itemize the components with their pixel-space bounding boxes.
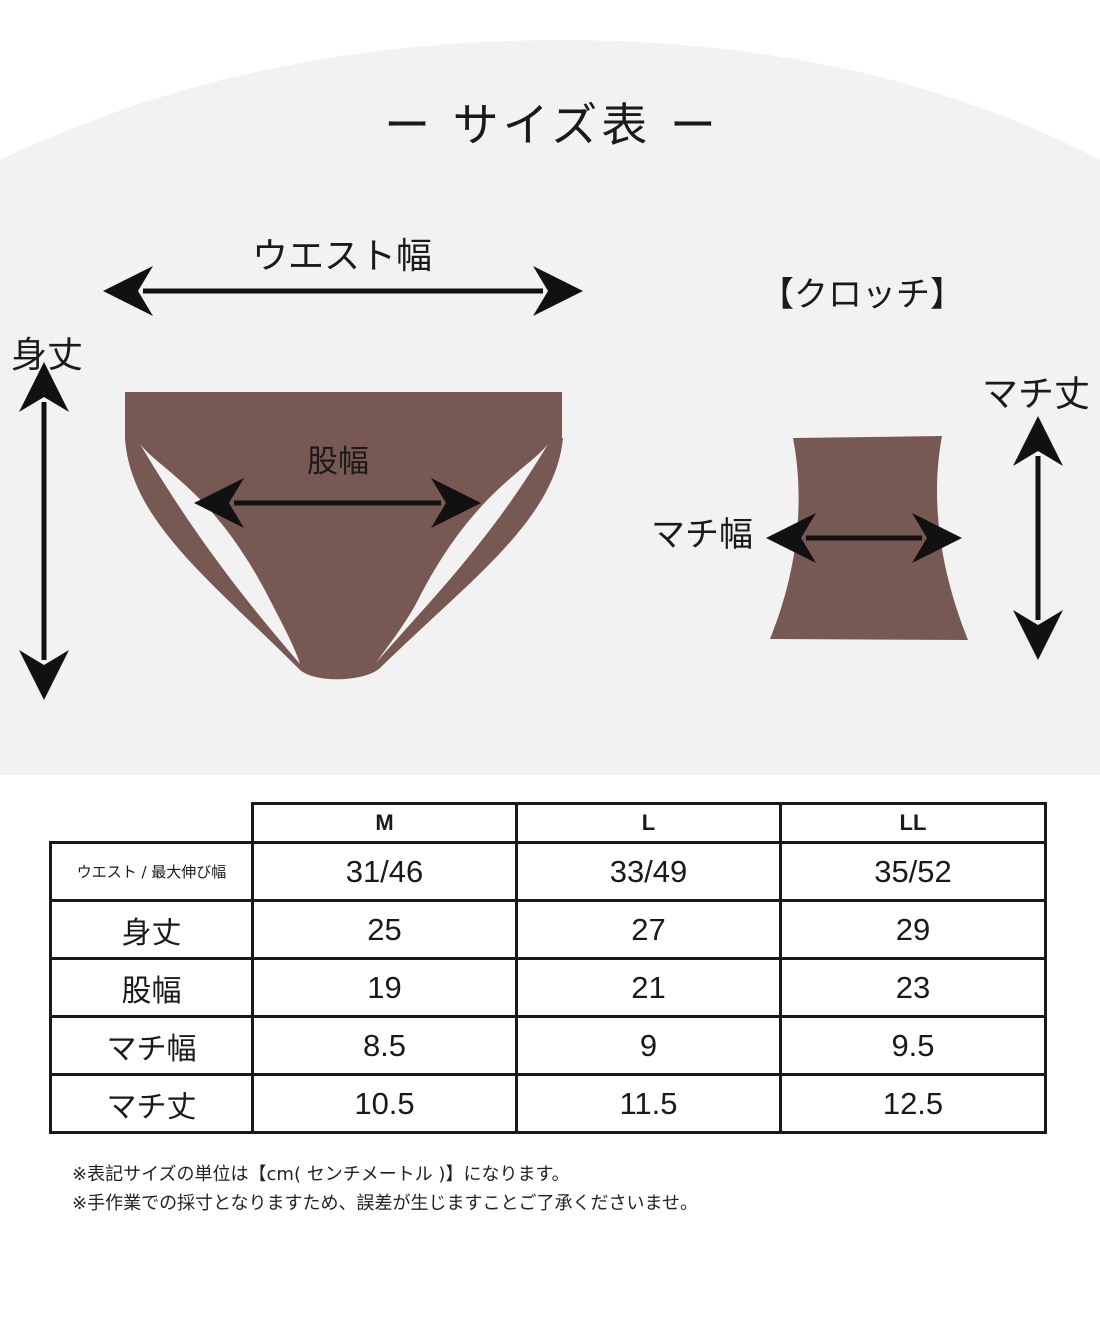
size-diagram: ー サイズ表 ー ウエスト幅 身丈 股幅 【クロッチ】 マチ幅 マチ丈: [0, 40, 1100, 775]
row-label: 身丈: [49, 899, 254, 960]
crotch-section-label: 【クロッチ】: [760, 275, 964, 315]
column-header-m: M: [251, 802, 518, 844]
table-corner: [50, 803, 254, 844]
table-cell: 27: [515, 899, 782, 960]
table-row: マチ丈 10.5 11.5 12.5: [49, 1073, 1047, 1134]
table-cell: 35/52: [779, 841, 1047, 902]
note-measurement: ※手作業での採寸となりますため、誤差が生じますことご了承くださいませ。: [72, 1193, 698, 1214]
row-label: マチ幅: [49, 1015, 254, 1076]
table-row: 身丈 25 27 29: [49, 899, 1047, 960]
table-cell: 10.5: [251, 1073, 518, 1134]
body-length-label: 身丈: [11, 335, 83, 376]
table-cell: 29: [779, 899, 1047, 960]
table-cell: 8.5: [251, 1015, 518, 1076]
row-label: ウエスト / 最大伸び幅: [49, 841, 254, 902]
table-cell: 25: [251, 899, 518, 960]
table-header-row: M L LL: [50, 802, 1047, 844]
crotch-width-label: 股幅: [307, 444, 369, 480]
note-unit: ※表記サイズの単位は【cm( センチメートル )】になります。: [72, 1164, 570, 1185]
table-row: ウエスト / 最大伸び幅 31/46 33/49 35/52: [49, 841, 1047, 902]
row-label: マチ丈: [49, 1073, 254, 1134]
footnotes: ※表記サイズの単位は【cm( センチメートル )】になります。 ※手作業での採寸…: [72, 1160, 698, 1218]
table-cell: 31/46: [251, 841, 518, 902]
column-header-ll: LL: [779, 802, 1047, 844]
table-cell: 21: [515, 957, 782, 1018]
table-cell: 12.5: [779, 1073, 1047, 1134]
column-header-l: L: [515, 802, 782, 844]
table-row: 股幅 19 21 23: [49, 957, 1047, 1018]
waist-width-label: ウエスト幅: [252, 236, 432, 277]
table-cell: 19: [251, 957, 518, 1018]
gusset-width-label: マチ幅: [651, 515, 753, 555]
table-cell: 9: [515, 1015, 782, 1076]
table-cell: 23: [779, 957, 1047, 1018]
diagram-title: ー サイズ表 ー: [384, 98, 720, 152]
table-cell: 9.5: [779, 1015, 1047, 1076]
row-label: 股幅: [49, 957, 254, 1018]
table-cell: 33/49: [515, 841, 782, 902]
size-table: M L LL ウエスト / 最大伸び幅 31/46 33/49 35/52 身丈…: [49, 802, 1047, 1134]
table-row: マチ幅 8.5 9 9.5: [49, 1015, 1047, 1076]
gusset-length-label: マチ丈: [982, 374, 1090, 415]
table-cell: 11.5: [515, 1073, 782, 1134]
